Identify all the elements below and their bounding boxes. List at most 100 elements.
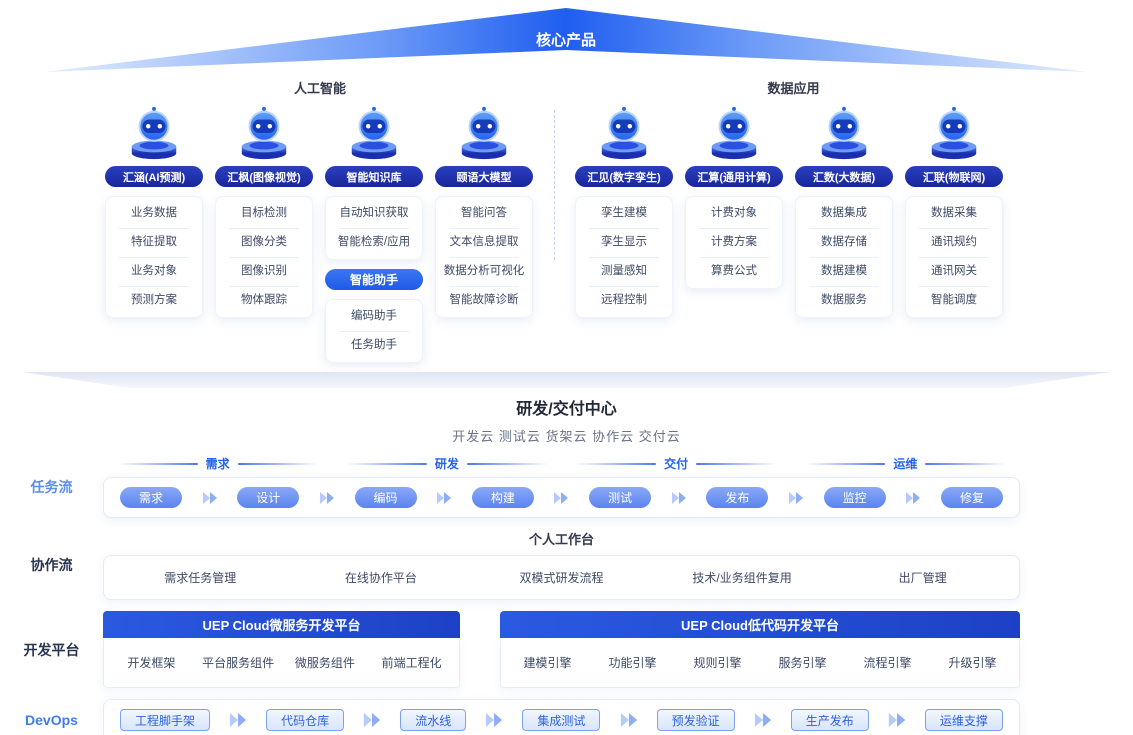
flow-arrow-icon [486, 713, 503, 727]
perspective-platform-shape [22, 372, 1111, 388]
task-step-pill: 需求 [120, 487, 182, 508]
platform-body: 建模引擎 功能引擎 规则引擎 服务引擎 流程引擎 升级引擎 [500, 638, 1020, 688]
platform-item: 前端工程化 [381, 656, 442, 670]
core-product-banner: 核心产品 [0, 0, 1133, 78]
devops-step-pill: 流水线 [400, 709, 467, 731]
collab-flow-row: 协作流 个人工作台 需求任务管理 在线协作平台 双模式研发流程 技术/业务组件复… [0, 529, 1020, 600]
product-item: 智能故障诊断 [436, 286, 532, 315]
product-card: 孪生建模 孪生显示 测量感知 远程控制 [575, 196, 673, 318]
product-column: 汇算(通用计算) 计费对象 计费方案 算费公式 [685, 104, 783, 318]
flow-arrow-icon [620, 713, 637, 727]
product-item: 图像分类 [216, 228, 312, 257]
flow-arrow-icon [789, 491, 804, 504]
section-label-ai: 人工智能 [293, 81, 346, 96]
collab-item: 在线协作平台 [344, 571, 417, 585]
product-badge: 汇联(物联网) [905, 166, 1003, 187]
group-line [696, 462, 777, 465]
product-badge: 汇涵(AI预测) [105, 166, 203, 187]
collab-flow-label: 协作流 [30, 556, 73, 573]
product-item: 数据分析可视化 [436, 257, 532, 286]
product-item: 业务数据 [131, 207, 177, 219]
task-step-pill: 修复 [940, 487, 1003, 508]
product-grid: 汇涵(AI预测) 业务数据 特征提取 业务对象 预测方案 汇枫(图像视觉) 目标… [105, 104, 1133, 363]
product-item: 智能检索/应用 [326, 228, 422, 257]
platform-header: UEP Cloud低代码开发平台 [500, 611, 1020, 638]
delivery-center-subtitle: 开发云 测试云 货架云 协作云 交付云 [452, 429, 681, 444]
product-column: 智能知识库 自动知识获取 智能检索/应用 智能助手 编码助手 任务助手 [325, 104, 423, 363]
task-group: 研发 [332, 455, 561, 472]
group-line [575, 462, 657, 465]
group-line [237, 462, 319, 465]
robot-icon [460, 105, 508, 161]
dev-platform-row: 开发平台 UEP Cloud微服务开发平台 开发框架 平台服务组件 微服务组件 … [0, 611, 1020, 688]
platform-item: 建模引擎 [523, 656, 572, 670]
product-badge: 汇数(大数据) [795, 166, 893, 187]
product-item: 数据集成 [821, 207, 867, 219]
product-item: 数据服务 [796, 286, 892, 315]
task-step-pill: 监控 [823, 487, 886, 508]
product-item: 编码助手 [351, 310, 397, 322]
product-item: 自动知识获取 [339, 207, 409, 219]
flow-arrow-icon [364, 713, 381, 727]
task-flow-box: 需求 设计 编码 构建 测试 发布 监控 修复 [103, 477, 1020, 518]
collab-box: 需求任务管理 在线协作平台 双模式研发流程 技术/业务组件复用 出厂管理 [103, 555, 1020, 600]
dashed-divider [554, 110, 555, 260]
product-column: 汇联(物联网) 数据采集 通讯规约 通讯网关 智能调度 [905, 104, 1003, 318]
task-group: 需求 [103, 455, 332, 472]
product-item: 计费方案 [686, 228, 782, 257]
product-item: 数据采集 [931, 207, 977, 219]
devops-row: DevOps 工程脚手架 代码仓库 流水线 集成测试 预发验证 生产发布 运维支… [0, 699, 1020, 735]
task-group: 运维 [791, 455, 1020, 472]
product-badge: 智能知识库 [325, 166, 423, 187]
devops-step-pill: 集成测试 [522, 709, 601, 731]
flow-arrow-icon [229, 713, 247, 727]
devops-step-pill: 预发验证 [656, 709, 735, 731]
lowcode-platform: UEP Cloud低代码开发平台 建模引擎 功能引擎 规则引擎 服务引擎 流程引… [500, 611, 1020, 688]
product-card: 数据集成 数据存储 数据建模 数据服务 [795, 196, 893, 318]
bottom-rows: 任务流 需求 研发 交付 [0, 455, 1133, 735]
product-item: 计费对象 [711, 207, 757, 219]
product-item: 文本信息提取 [436, 228, 532, 257]
devops-box: 工程脚手架 代码仓库 流水线 集成测试 预发验证 生产发布 运维支撑 [103, 699, 1020, 735]
platform-item: 平台服务组件 [202, 656, 275, 670]
platform-item: 流程引擎 [863, 656, 912, 670]
platform-header: UEP Cloud微服务开发平台 [103, 611, 460, 638]
collab-item: 技术/业务组件复用 [692, 571, 792, 585]
product-card: 数据采集 通讯规约 通讯网关 智能调度 [905, 196, 1003, 318]
flow-arrow-icon [671, 491, 686, 504]
task-step-pill: 发布 [706, 487, 769, 508]
flow-arrow-icon [554, 491, 569, 504]
task-group: 交付 [562, 455, 791, 472]
group-name: 交付 [664, 457, 689, 471]
product-item: 任务助手 [326, 331, 422, 360]
devops-step-pill: 代码仓库 [266, 709, 345, 731]
banner-title: 核心产品 [536, 31, 596, 49]
product-column: 汇数(大数据) 数据集成 数据存储 数据建模 数据服务 [795, 104, 893, 318]
collab-item: 出厂管理 [898, 571, 947, 585]
task-step-pill: 测试 [589, 487, 652, 508]
flow-arrow-icon [437, 491, 452, 504]
group-name: 研发 [434, 457, 459, 471]
group-line [804, 462, 886, 465]
product-item: 图像识别 [216, 257, 312, 286]
product-card: 目标检测 图像分类 图像识别 物体跟踪 [215, 196, 313, 318]
product-item: 特征提取 [106, 228, 202, 257]
task-step-pill: 设计 [237, 487, 300, 508]
product-item: 通讯规约 [906, 228, 1002, 257]
flow-arrow-icon [202, 491, 217, 504]
section-gap [533, 104, 575, 363]
sub-product-badge: 智能助手 [325, 269, 423, 290]
product-item: 算费公式 [686, 257, 782, 286]
product-card: 智能问答 文本信息提取 数据分析可视化 智能故障诊断 [435, 196, 533, 318]
robot-icon [600, 105, 648, 161]
product-card: 计费对象 计费方案 算费公式 [685, 196, 783, 289]
product-item: 数据建模 [796, 257, 892, 286]
ai-product-group: 汇涵(AI预测) 业务数据 特征提取 业务对象 预测方案 汇枫(图像视觉) 目标… [105, 104, 533, 363]
product-item: 通讯网关 [906, 257, 1002, 286]
delivery-center-header: 研发/交付中心 开发云 测试云 货架云 协作云 交付云 [0, 395, 1133, 445]
platform-item: 功能引擎 [608, 656, 657, 670]
product-item: 业务对象 [106, 257, 202, 286]
delivery-center-title: 研发/交付中心 [516, 401, 617, 418]
product-item: 智能问答 [461, 207, 507, 219]
